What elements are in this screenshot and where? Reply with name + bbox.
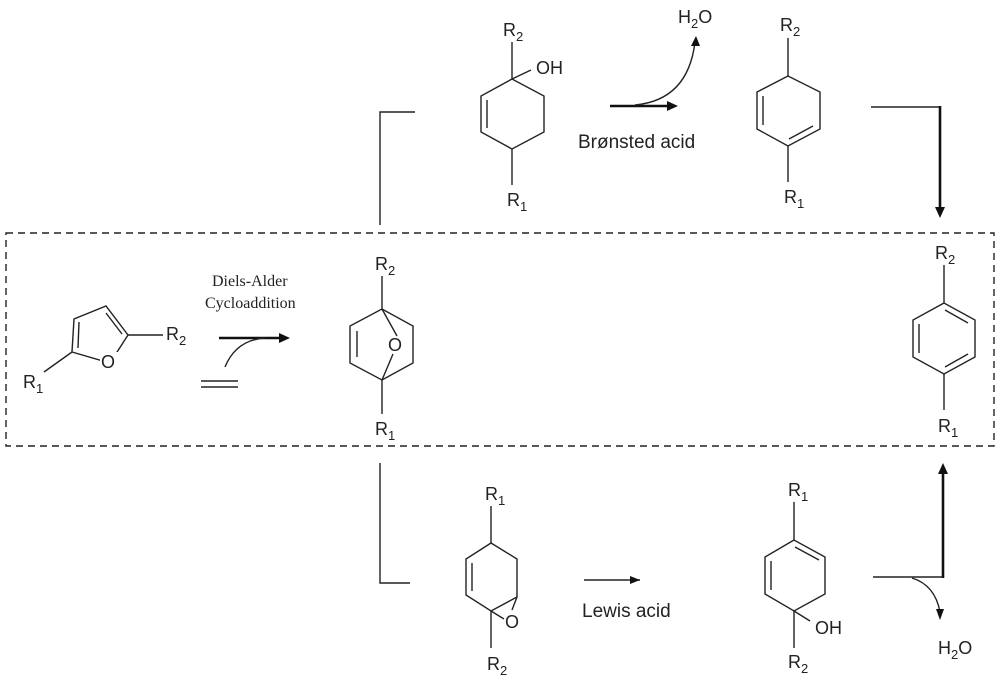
epoxide-molecule: R1 O R2 bbox=[465, 484, 519, 678]
furan-oxygen-label: O bbox=[101, 352, 115, 372]
lewis-acid-label: Lewis acid bbox=[582, 601, 671, 622]
bridge-oxygen-label: O bbox=[388, 335, 402, 355]
lewis-acid-arrow bbox=[584, 576, 640, 584]
cyclohexadienol-oh-label: OH bbox=[815, 618, 842, 638]
cyclohexadiene-molecule: R2 R1 bbox=[756, 15, 821, 211]
cycloaddition-label: Cycloaddition bbox=[205, 295, 296, 312]
furan-r1-label: R1 bbox=[23, 372, 43, 396]
benzene-r1-label: R1 bbox=[938, 416, 958, 440]
top-elbow-arrow bbox=[871, 106, 945, 218]
furan-molecule: O R2 R1 bbox=[23, 305, 186, 396]
oxabicyclic-adduct: O R2 R1 bbox=[349, 254, 414, 443]
cyclohexadienol-molecule: R1 OH R2 bbox=[764, 480, 842, 676]
furan-r2-label: R2 bbox=[166, 324, 186, 348]
epoxide-oxygen-label: O bbox=[505, 612, 519, 632]
adduct-r2-label: R2 bbox=[375, 254, 395, 278]
benzene-product: R2 R1 bbox=[912, 243, 976, 440]
epoxide-r2-label: R2 bbox=[487, 654, 507, 678]
cyclohexenol-r1-label: R1 bbox=[507, 190, 527, 214]
bottom-elbow-arrow bbox=[873, 463, 948, 620]
top-water-label: H2O bbox=[678, 7, 712, 31]
cyclohexenol-r2-label: R2 bbox=[503, 20, 523, 44]
ethylene-molecule bbox=[201, 380, 238, 388]
cyclohexadienol-r2-label: R2 bbox=[788, 652, 808, 676]
diels-alder-arrow bbox=[219, 333, 290, 368]
bronsted-acid-label: Brønsted acid bbox=[578, 132, 695, 153]
diels-alder-label: Diels-Alder bbox=[212, 273, 288, 290]
cyclohexadienol-r1-label: R1 bbox=[788, 480, 808, 504]
top-branch-bracket bbox=[379, 111, 415, 225]
dashed-frame bbox=[5, 232, 995, 447]
adduct-r1-label: R1 bbox=[375, 419, 395, 443]
bottom-water-label: H2O bbox=[938, 638, 972, 662]
bottom-branch-bracket bbox=[379, 463, 410, 584]
bronsted-acid-arrow bbox=[610, 36, 700, 111]
cyclohexenol-oh-label: OH bbox=[536, 58, 563, 78]
benzene-r2-label: R2 bbox=[935, 243, 955, 267]
cyclohexadiene-r1-label: R1 bbox=[784, 187, 804, 211]
cyclohexadiene-r2-label: R2 bbox=[780, 15, 800, 39]
epoxide-r1-label: R1 bbox=[485, 484, 505, 508]
cyclohexenol-molecule: R2 OH R1 bbox=[480, 20, 563, 214]
